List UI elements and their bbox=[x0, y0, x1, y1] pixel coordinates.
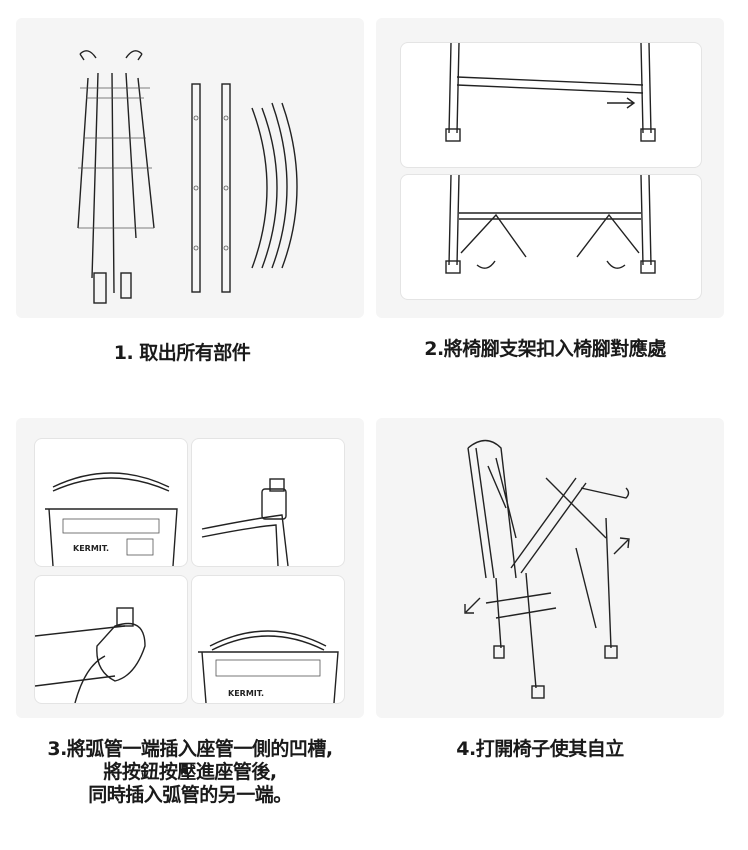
step-3-detail-1: KERMIT. bbox=[34, 438, 188, 567]
arc-installed-drawing: KERMIT. bbox=[198, 630, 339, 703]
press-button-drawing bbox=[35, 607, 146, 703]
step-3-caption-line-2: 將按鈕按壓進座管後, bbox=[103, 761, 277, 783]
step-3-detail-4: KERMIT. bbox=[191, 575, 345, 704]
open-chair-drawing bbox=[464, 439, 630, 699]
tube-insert-drawing bbox=[201, 478, 289, 566]
step-2-detail-bottom bbox=[400, 174, 702, 300]
step-4-caption: 4.打開椅子使其自立 bbox=[456, 738, 624, 760]
step-4-illustration bbox=[376, 418, 724, 718]
step-2-illustration bbox=[376, 18, 724, 318]
step-3-illustration: KERMIT. KERMIT. bbox=[16, 418, 364, 718]
step-3-caption-line-1: 3.將弧管一端插入座管一側的凹槽, bbox=[47, 738, 333, 760]
step-1-caption: 1. 取出所有部件 bbox=[113, 342, 251, 364]
step-1-illustration bbox=[16, 18, 364, 318]
step-3-detail-2 bbox=[191, 438, 345, 567]
step-2-caption: 2.將椅腳支架扣入椅腳對應處 bbox=[424, 338, 666, 360]
step-2-detail-top bbox=[400, 42, 702, 168]
kermit-logo: KERMIT. bbox=[228, 689, 264, 698]
leg-brace-drawing bbox=[445, 43, 656, 142]
step-3-detail-3 bbox=[34, 575, 188, 704]
kermit-logo: KERMIT. bbox=[73, 544, 109, 553]
folded-chair-parts-drawing bbox=[77, 50, 298, 304]
step-3-caption-line-3: 同時插入弧管的另一端。 bbox=[88, 784, 292, 806]
leg-brace-open-drawing bbox=[445, 175, 656, 274]
step-3-caption: 3.將弧管一端插入座管一側的凹槽, 將按鈕按壓進座管後, 同時插入弧管的另一端。 bbox=[10, 738, 370, 807]
arc-tube-drawing: KERMIT. bbox=[45, 472, 178, 566]
